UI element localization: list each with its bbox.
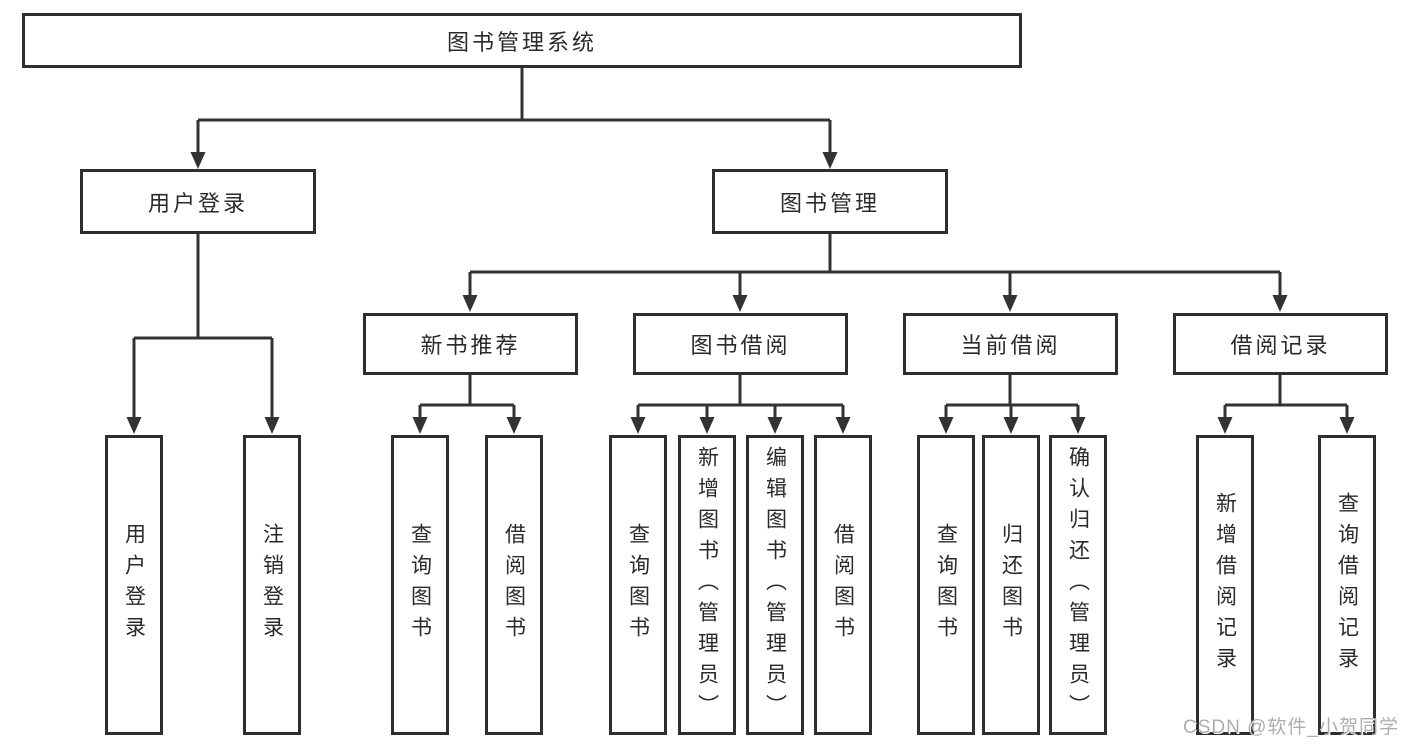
leaf-label: 查询图书 — [626, 523, 650, 647]
node-label: 图书管理 — [779, 190, 880, 216]
leaf-cb-confirm-return-admin: 确认归还（管理员） — [1049, 435, 1107, 735]
leaf-user-login: 用户登录 — [105, 435, 163, 735]
csdn-watermark: CSDN @软件_小贺同学 — [1183, 717, 1399, 738]
leaf-bb-borrow-books: 借阅图书 — [814, 435, 872, 735]
node-book-borrowing: 图书借阅 — [633, 313, 848, 375]
node-new-book-recommend: 新书推荐 — [363, 313, 578, 375]
leaf-logout: 注销登录 — [243, 435, 301, 735]
leaf-bb-edit-books-admin: 编辑图书（管理员） — [746, 435, 804, 735]
leaf-label: 查询图书 — [934, 523, 958, 647]
node-label: 新书推荐 — [420, 333, 521, 358]
node-label: 当前借阅 — [960, 333, 1061, 358]
leaf-br-add-record: 新增借阅记录 — [1196, 435, 1254, 735]
leaf-label: 用户登录 — [122, 523, 146, 647]
leaf-label: 确认归还（管理员） — [1066, 445, 1090, 725]
leaf-nbr-query-books: 查询图书 — [391, 435, 449, 735]
leaf-cb-query-books: 查询图书 — [917, 435, 975, 735]
node-book-management: 图书管理 — [712, 169, 948, 234]
leaf-label: 注销登录 — [260, 523, 284, 647]
leaf-bb-add-books-admin: 新增图书（管理员） — [678, 435, 736, 735]
leaf-label: 查询借阅记录 — [1335, 492, 1359, 678]
node-label: 图书借阅 — [690, 333, 791, 358]
leaf-label: 新增图书（管理员） — [695, 445, 719, 725]
node-label: 图书管理系统 — [446, 29, 597, 55]
leaf-br-query-record: 查询借阅记录 — [1318, 435, 1376, 735]
node-current-borrowing: 当前借阅 — [903, 313, 1118, 375]
leaf-label: 编辑图书（管理员） — [763, 445, 787, 725]
node-label: 用户登录 — [147, 190, 248, 216]
leaf-bb-query-books: 查询图书 — [609, 435, 667, 735]
leaf-label: 新增借阅记录 — [1213, 492, 1237, 678]
leaf-label: 查询图书 — [408, 523, 432, 647]
leaf-label: 归还图书 — [999, 523, 1023, 647]
node-library-management-system: 图书管理系统 — [22, 13, 1022, 68]
node-borrowing-records: 借阅记录 — [1173, 313, 1388, 375]
node-user-login: 用户登录 — [80, 169, 316, 234]
leaf-label: 借阅图书 — [831, 523, 855, 647]
leaf-label: 借阅图书 — [502, 523, 526, 647]
leaf-cb-return-books: 归还图书 — [982, 435, 1040, 735]
tree-edges — [132, 68, 1349, 420]
leaf-nbr-borrow-books: 借阅图书 — [485, 435, 543, 735]
node-label: 借阅记录 — [1230, 333, 1331, 358]
